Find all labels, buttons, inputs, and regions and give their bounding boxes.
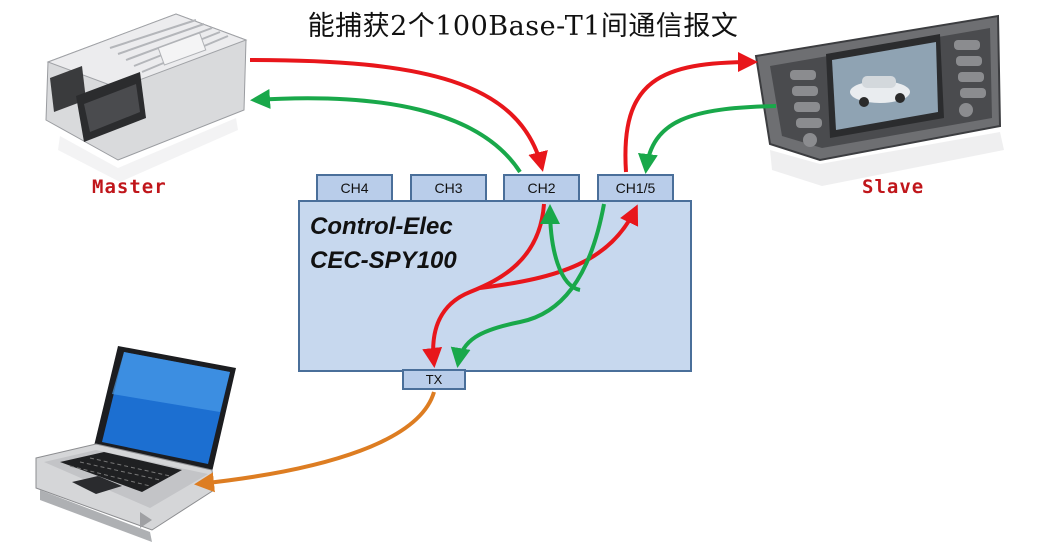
- master-label: Master: [92, 176, 167, 198]
- arrow-master-to-ch2: [249, 58, 548, 172]
- diagram-title: 能捕获2个100Base-T1间通信报文: [307, 11, 739, 42]
- port-ch4: CH4: [316, 174, 393, 202]
- arrow-internal-to-ch15: [479, 204, 639, 290]
- slave-label: Slave: [862, 176, 925, 198]
- port-ch2: CH2: [503, 174, 580, 202]
- arrow-ch15-to-slave: [623, 52, 758, 173]
- car-head-unit-icon: [754, 14, 1004, 186]
- arrow-ch15-to-tx: [450, 203, 606, 368]
- port-ch3: CH3: [410, 174, 487, 202]
- arrow-tx-to-laptop: [194, 391, 436, 493]
- laptop-icon: [35, 346, 236, 542]
- arrow-slave-to-ch15: [637, 104, 777, 174]
- arrow-ch2-to-master: [250, 89, 522, 174]
- device-brand-label: Control-Elec: [310, 213, 453, 240]
- device-model-label: CEC-SPY100: [310, 247, 457, 274]
- port-ch1-5: CH1/5: [597, 174, 674, 202]
- ecu-module-icon: [45, 13, 248, 182]
- port-tx: TX: [402, 369, 466, 390]
- arrow-internal-to-ch2: [540, 204, 581, 292]
- arrow-ch2-to-tx: [422, 203, 546, 368]
